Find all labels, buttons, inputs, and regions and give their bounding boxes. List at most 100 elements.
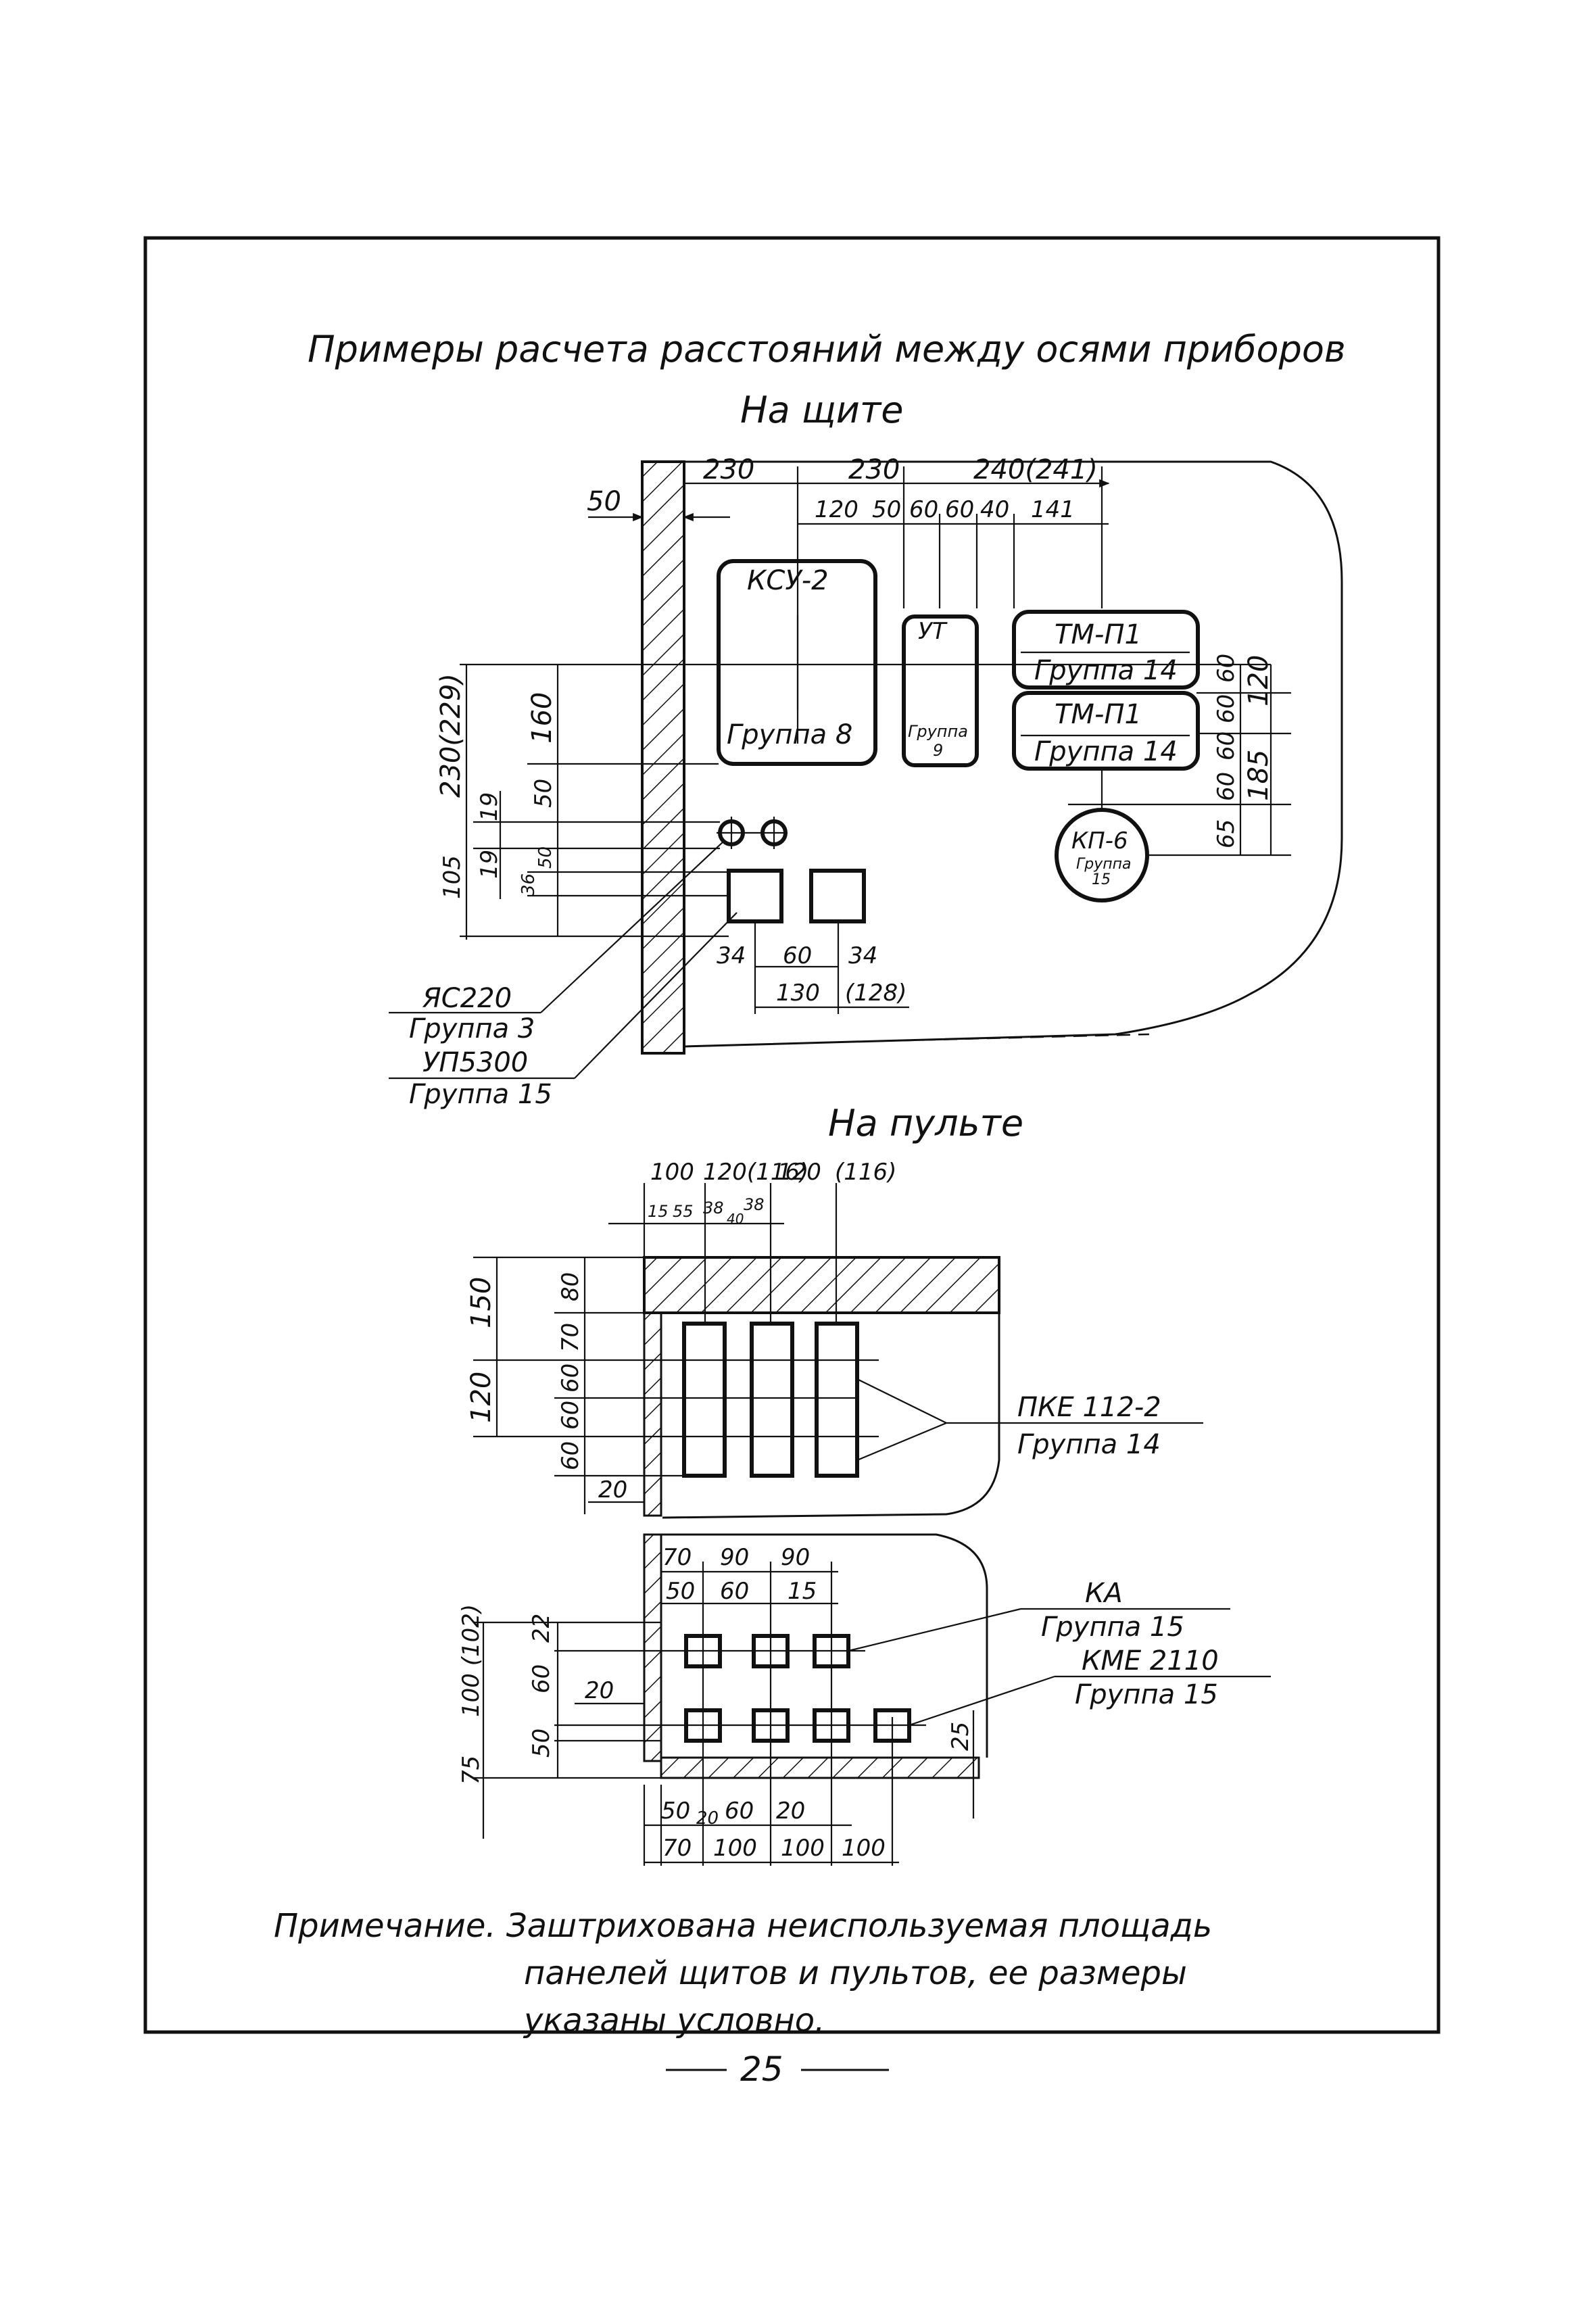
dim-230-a: 230 <box>703 454 754 485</box>
con-dim-38-a: 38 <box>703 1199 724 1217</box>
con2-dim-60-v: 60 <box>528 1664 555 1693</box>
con2-dim-b100-a: 100 <box>713 1835 757 1862</box>
device-ut <box>902 614 979 767</box>
con-dim-55: 55 <box>673 1202 694 1221</box>
con2-dim-22: 22 <box>528 1614 555 1643</box>
dim-120-r: 120 <box>1243 655 1274 706</box>
tmp1-bottom-label: ТМ-П1 <box>1055 699 1142 730</box>
con2-dim-b20-a: 20 <box>696 1808 719 1829</box>
con-dim-38-b: 38 <box>744 1195 765 1214</box>
dim-128: (128) <box>845 980 906 1007</box>
con-dim-70: 70 <box>557 1323 584 1352</box>
callout-kme-group: Группа 15 <box>1075 1679 1218 1710</box>
console-lower-outline <box>661 1533 988 1758</box>
dim-36-v: 36 <box>518 873 539 896</box>
con2-dim-25-v: 25 <box>947 1722 974 1751</box>
dim-141: 141 <box>1031 496 1075 523</box>
panel-section: 50 230 230 240(241) 120 50 60 60 40 141 … <box>389 454 1343 1110</box>
con-dim-120-v: 120 <box>466 1372 497 1423</box>
device-tmp1-top <box>1012 610 1200 690</box>
con-dim-40: 40 <box>727 1211 744 1227</box>
callout-pke-group: Группа 14 <box>1017 1429 1161 1460</box>
device-up5300-right <box>809 869 866 923</box>
tmp1-bottom-group: Группа 14 <box>1034 736 1178 767</box>
con2-dim-20-h: 20 <box>585 1677 614 1704</box>
con2-dim-b100-b: 100 <box>781 1835 825 1862</box>
dim-160-v: 160 <box>527 692 558 744</box>
console-upper-section: ПКЕ 112-2 Группа 14 100 120(116) 120 (11… <box>466 1159 1203 1519</box>
kp6-group-b: 15 <box>1092 871 1111 888</box>
dim-60-r2: 60 <box>1213 694 1240 723</box>
dim-34-a: 34 <box>717 942 746 969</box>
con2-dim-b70: 70 <box>662 1835 692 1862</box>
dim-40: 40 <box>980 496 1009 523</box>
con-dim-60-c: 60 <box>557 1441 584 1470</box>
con2-dim-15: 15 <box>788 1578 817 1605</box>
dim-60-r1: 60 <box>1213 654 1240 683</box>
ut-label: УТ <box>918 618 948 645</box>
dim-240-241: 240(241) <box>973 454 1098 485</box>
console-lower-hatched-left <box>643 1533 662 1762</box>
dim-185-r: 185 <box>1243 750 1274 801</box>
kp6-group-a: Группа <box>1076 856 1132 873</box>
dim-60-a: 60 <box>909 496 938 523</box>
ut-group-b: 9 <box>933 741 943 760</box>
console-upper-outline <box>662 1313 1000 1519</box>
panel-outline <box>683 460 1343 1048</box>
con2-dim-b50: 50 <box>661 1798 690 1825</box>
dim-60-b: 60 <box>945 496 974 523</box>
page-number: 25 <box>740 2050 783 2089</box>
dim-50-panel: 50 <box>587 486 621 517</box>
pke-middle-column <box>750 1322 794 1478</box>
device-tmp1-bottom <box>1012 691 1200 771</box>
tmp1-top-label: ТМ-П1 <box>1055 619 1142 650</box>
con-dim-20-top: 20 <box>598 1476 627 1503</box>
callout-ac220-group: Группа 3 <box>409 1013 535 1044</box>
con-dim-60-b: 60 <box>557 1401 584 1430</box>
pke-right-column <box>815 1322 859 1478</box>
dim-230-229-v: 230(229) <box>435 673 466 798</box>
dim-120: 120 <box>815 496 859 523</box>
con2-dim-70: 70 <box>662 1544 692 1571</box>
console-lower-hatched-bottom <box>660 1756 980 1779</box>
dim-34-b: 34 <box>848 942 877 969</box>
ksu2-group: Группа 8 <box>727 719 852 750</box>
section-title-console: На пульте <box>828 1102 1023 1144</box>
panel-hatched-edge <box>641 460 685 1055</box>
dim-60-r4: 60 <box>1213 772 1240 801</box>
section-title-panel: На щите <box>740 389 904 431</box>
callout-ka-group: Группа 15 <box>1041 1612 1184 1643</box>
dim-65-r: 65 <box>1213 819 1240 848</box>
con2-dim-b60: 60 <box>725 1798 754 1825</box>
dim-60-r3: 60 <box>1213 731 1240 761</box>
con-dim-100: 100 <box>650 1159 694 1186</box>
con-dim-116: (116) <box>835 1159 896 1186</box>
dim-19-b: 19 <box>476 850 503 879</box>
con2-dim-90-a: 90 <box>720 1544 749 1571</box>
con2-dim-60: 60 <box>720 1578 749 1605</box>
dim-19-a: 19 <box>476 792 503 821</box>
con2-dim-b20-b: 20 <box>776 1798 805 1825</box>
dim-50-v: 50 <box>530 779 557 808</box>
callout-ac220-name: ЯС220 <box>422 983 512 1014</box>
con2-dim-90-b: 90 <box>781 1544 810 1571</box>
sheet-frame <box>143 236 1441 2034</box>
callout-kme-name: КМЕ 2110 <box>1082 1645 1219 1676</box>
device-ksu2 <box>717 559 877 766</box>
callout-up5300-group: Группа 15 <box>409 1079 552 1110</box>
pke-left-column <box>682 1322 727 1478</box>
dim-230-b: 230 <box>848 454 900 485</box>
callout-ka-name: КА <box>1085 1578 1123 1609</box>
console-hatched-top <box>643 1256 1000 1314</box>
con2-dim-b100-c: 100 <box>842 1835 886 1862</box>
con-dim-80: 80 <box>557 1272 584 1301</box>
ut-group-a: Группа <box>908 722 968 741</box>
dim-50-b: 50 <box>872 496 901 523</box>
con-dim-15: 15 <box>648 1202 669 1221</box>
note-line-2: панелей щитов и пультов, ее размеры <box>524 1954 1187 1992</box>
con-dim-150: 150 <box>466 1277 497 1328</box>
ksu2-label: КСУ-2 <box>747 565 829 596</box>
callout-up5300-name: УП5300 <box>422 1047 528 1078</box>
con2-dim-50: 50 <box>666 1578 695 1605</box>
